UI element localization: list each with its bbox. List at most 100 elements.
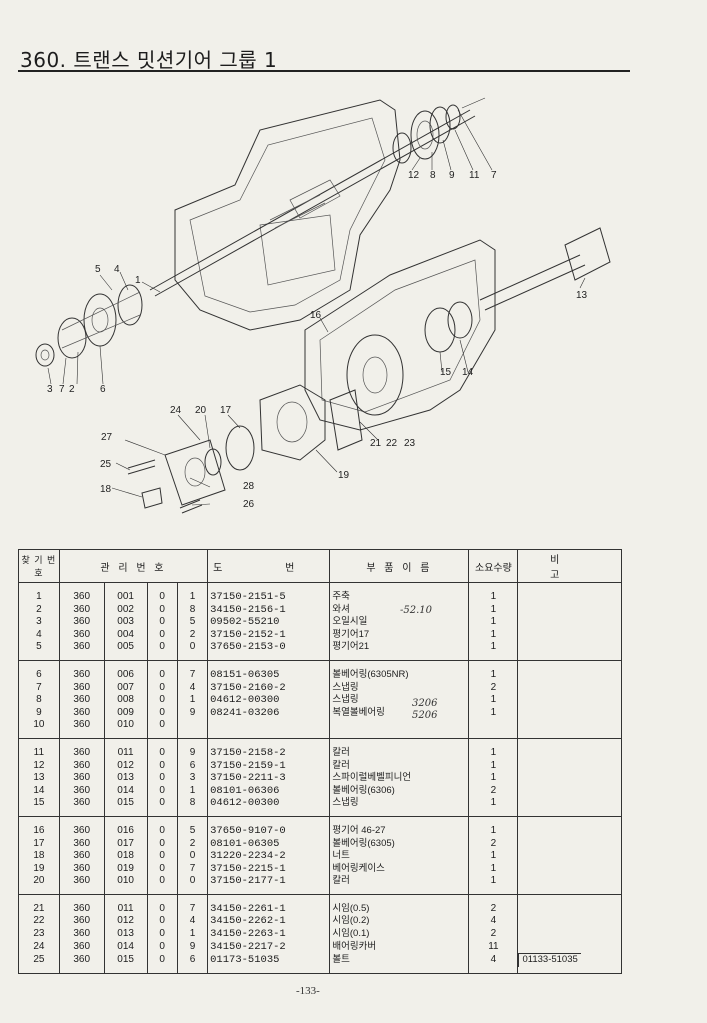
- serial-cell: 018: [103, 850, 148, 863]
- callout-25: 25: [100, 459, 112, 470]
- remark-cell: [517, 738, 622, 760]
- part-name-cell: 스냅링: [329, 681, 470, 695]
- part-number-cell: 34150-2217-2: [207, 940, 331, 954]
- part-name-cell: 배어링카버: [329, 940, 470, 954]
- remark-cell: 01133-51035: [517, 953, 622, 974]
- part-name-cell: 평기어 46-27: [329, 816, 470, 838]
- remark-cell: [517, 660, 622, 682]
- quantity-cell: 1: [468, 641, 519, 661]
- callout-28: 28: [243, 481, 255, 492]
- part-number-cell: 04612-00300: [207, 797, 331, 817]
- find-no-cell: 3: [18, 616, 60, 629]
- part-name-cell: 스냅링: [329, 694, 470, 707]
- find-no-cell: 12: [18, 759, 60, 773]
- callout-19: 19: [338, 470, 350, 481]
- rev-cell: 0: [146, 953, 178, 974]
- find-no-cell: 17: [18, 837, 60, 851]
- quantity-cell: [468, 719, 519, 739]
- quantity-cell: 1: [468, 862, 519, 876]
- remark-cell: [517, 940, 622, 954]
- part-name-cell: 볼베어링(6305NR): [329, 660, 470, 682]
- group-code-cell: 360: [58, 862, 105, 876]
- header-qty: 소요수량: [468, 549, 519, 583]
- check-digit-cell: 2: [176, 628, 209, 642]
- callout-7-top: 7: [491, 170, 497, 181]
- quantity-cell: 2: [468, 894, 519, 916]
- rev-cell: 0: [146, 850, 178, 863]
- part-name-cell: 볼트: [329, 953, 470, 974]
- find-no-cell: 11: [18, 738, 60, 760]
- quantity-cell: 1: [468, 628, 519, 642]
- check-digit-cell: 7: [176, 862, 209, 876]
- find-no-cell: 10: [18, 719, 60, 739]
- part-number-cell: 31220-2234-2: [207, 850, 331, 863]
- callout-8: 8: [430, 170, 436, 181]
- group-code-cell: 360: [58, 603, 105, 617]
- quantity-cell: 1: [468, 759, 519, 773]
- quantity-cell: 1: [468, 850, 519, 863]
- part-number-cell: 34150-2263-1: [207, 928, 331, 941]
- check-digit-cell: 0: [176, 641, 209, 661]
- quantity-cell: 1: [468, 797, 519, 817]
- part-number-cell: 37150-2160-2: [207, 681, 331, 695]
- part-name-cell: 복열볼베어링: [329, 706, 470, 720]
- check-digit-cell: 5: [176, 816, 209, 838]
- part-name-cell: 시임(0.5): [329, 894, 470, 916]
- header-part-no: 도 번: [207, 549, 331, 583]
- group-code-cell: 360: [58, 797, 105, 817]
- serial-cell: 001: [103, 582, 148, 604]
- check-digit-cell: 7: [176, 660, 209, 682]
- header-mgmt-no: 관 리 번 호: [58, 549, 209, 583]
- part-name-cell: 볼베어링(6306): [329, 784, 470, 798]
- header-part-name: 부 품 이 름: [329, 549, 470, 583]
- callout-11: 11: [469, 170, 480, 181]
- part-number-cell: 08241-03206: [207, 706, 331, 720]
- quantity-cell: 1: [468, 660, 519, 682]
- check-digit-cell: 4: [176, 681, 209, 695]
- group-code-cell: 360: [58, 875, 105, 895]
- find-no-cell: 7: [18, 681, 60, 695]
- callout-9: 9: [449, 170, 455, 181]
- part-number-cell: 37650-9107-0: [207, 816, 331, 838]
- remark-cell: [517, 641, 622, 661]
- rev-cell: 0: [146, 772, 178, 785]
- quantity-cell: 1: [468, 616, 519, 629]
- remark-cell: [517, 850, 622, 863]
- part-name-cell: 시임(0.2): [329, 915, 470, 929]
- quantity-cell: 1: [468, 694, 519, 707]
- callout-27: 27: [101, 432, 113, 443]
- part-name-cell: 스파이럴베벨피니언: [329, 772, 470, 785]
- part-number-cell: 34150-2156-1: [207, 603, 331, 617]
- serial-cell: 005: [103, 641, 148, 661]
- part-number-cell: 37150-2211-3: [207, 772, 331, 785]
- part-number-cell: 34150-2262-1: [207, 915, 331, 929]
- quantity-cell: 2: [468, 681, 519, 695]
- group-code-cell: 360: [58, 694, 105, 707]
- serial-cell: 015: [103, 797, 148, 817]
- remark-cell: [517, 681, 622, 695]
- check-digit-cell: 1: [176, 694, 209, 707]
- find-no-cell: 6: [18, 660, 60, 682]
- check-digit-cell: 3: [176, 772, 209, 785]
- find-no-cell: 4: [18, 628, 60, 642]
- rev-cell: 0: [146, 616, 178, 629]
- find-no-cell: 2: [18, 603, 60, 617]
- callout-1: 1: [135, 275, 141, 286]
- rev-cell: 0: [146, 694, 178, 707]
- part-name-cell: [329, 719, 470, 739]
- check-digit-cell: 1: [176, 784, 209, 798]
- remark-cell: [517, 915, 622, 929]
- part-name-cell: 칼러: [329, 875, 470, 895]
- group-code-cell: 360: [58, 616, 105, 629]
- page-title: 360. 트랜스 밋션기어 그룹 1: [20, 48, 278, 72]
- serial-cell: 010: [103, 719, 148, 739]
